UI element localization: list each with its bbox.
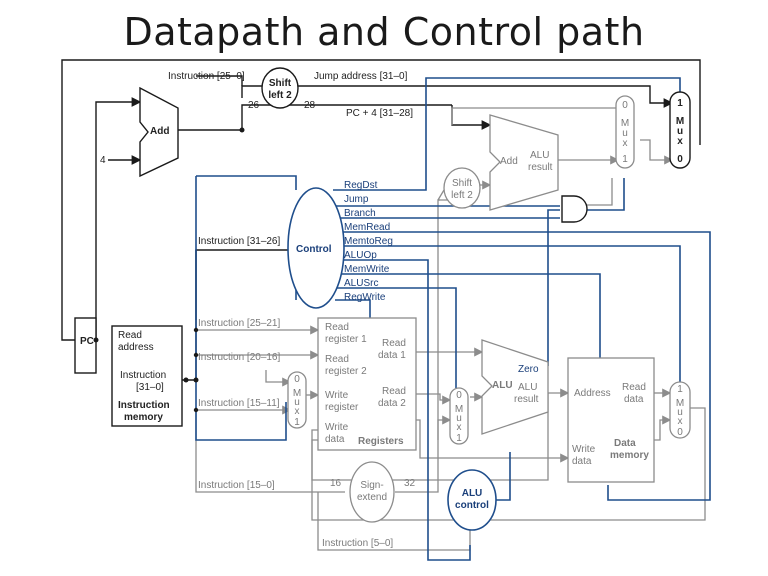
- four-constant: 4: [100, 155, 106, 166]
- branch-adder-label: Add: [500, 156, 518, 167]
- main-alu: [481, 339, 549, 435]
- signal-memread: MemRead: [344, 222, 390, 233]
- branch-shift-left-2: [443, 167, 481, 209]
- signal-branch: Branch: [344, 208, 376, 219]
- instr-5-0-label: Instruction [5–0]: [322, 538, 393, 549]
- instr-25-0-label: Instruction [25–0]: [168, 71, 245, 82]
- slide-title: Datapath and Control path: [123, 10, 645, 54]
- pc-adder: [139, 86, 179, 178]
- branch-mux: [615, 95, 635, 169]
- control-signal-list: RegDst Jump Branch MemRead MemtoReg ALUO…: [344, 180, 393, 303]
- main-alu-label: ALU: [492, 380, 513, 391]
- signal-aluop: ALUOp: [344, 250, 377, 261]
- n32-label: 32: [404, 478, 416, 489]
- pc-register: [74, 317, 97, 374]
- register-file: [317, 317, 417, 451]
- n26-label: 26: [248, 100, 260, 111]
- registers-label: Registers: [358, 436, 404, 447]
- instr-20-16-label: Instruction [20–16]: [198, 352, 280, 363]
- signal-regwrite: RegWrite: [344, 292, 386, 303]
- regdst-mux: [287, 371, 307, 429]
- instr-15-11-label: Instruction [15–11]: [198, 398, 280, 409]
- n28-label: 28: [304, 100, 316, 111]
- alu-control: [447, 469, 497, 531]
- memtoreg-mux: [669, 381, 691, 439]
- pc-label: PC: [80, 336, 94, 347]
- sign-extend-label: Sign-extend: [357, 480, 387, 503]
- signal-regdst: RegDst: [344, 180, 378, 191]
- branch-and-gate: [561, 195, 588, 223]
- alusrc-mux: [449, 387, 469, 445]
- gray-wires: [195, 100, 706, 551]
- junction-dots: [93, 127, 245, 413]
- signal-jump: Jump: [344, 194, 369, 205]
- pc-adder-label: Add: [150, 126, 169, 137]
- address-label: Address: [574, 388, 611, 399]
- signal-memwrite: MemWrite: [344, 264, 390, 275]
- pc4-label: PC + 4 [31–28]: [346, 108, 413, 119]
- zero-flag-label: Zero: [518, 364, 539, 375]
- instruction-out-label: Instruction[31–0]: [120, 370, 166, 393]
- instruction-memory: [111, 325, 183, 427]
- jump-shift-left-2: [261, 67, 299, 109]
- signal-alusrc: ALUSrc: [344, 278, 378, 289]
- n16-label: 16: [330, 478, 342, 489]
- jump-mux: [669, 91, 691, 169]
- jump-address-label: Jump address [31–0]: [314, 71, 408, 82]
- control-label: Control: [296, 244, 332, 255]
- signal-memtoreg: MemtoReg: [344, 236, 393, 247]
- instr-25-21-label: Instruction [25–21]: [198, 318, 280, 329]
- sign-extend: [349, 461, 395, 523]
- instr-15-0-label: Instruction [15–0]: [198, 480, 275, 491]
- control-unit: [287, 187, 345, 309]
- data-memory: [567, 357, 655, 483]
- instr-31-26-label: Instruction [31–26]: [198, 236, 280, 247]
- branch-adder: [489, 114, 559, 211]
